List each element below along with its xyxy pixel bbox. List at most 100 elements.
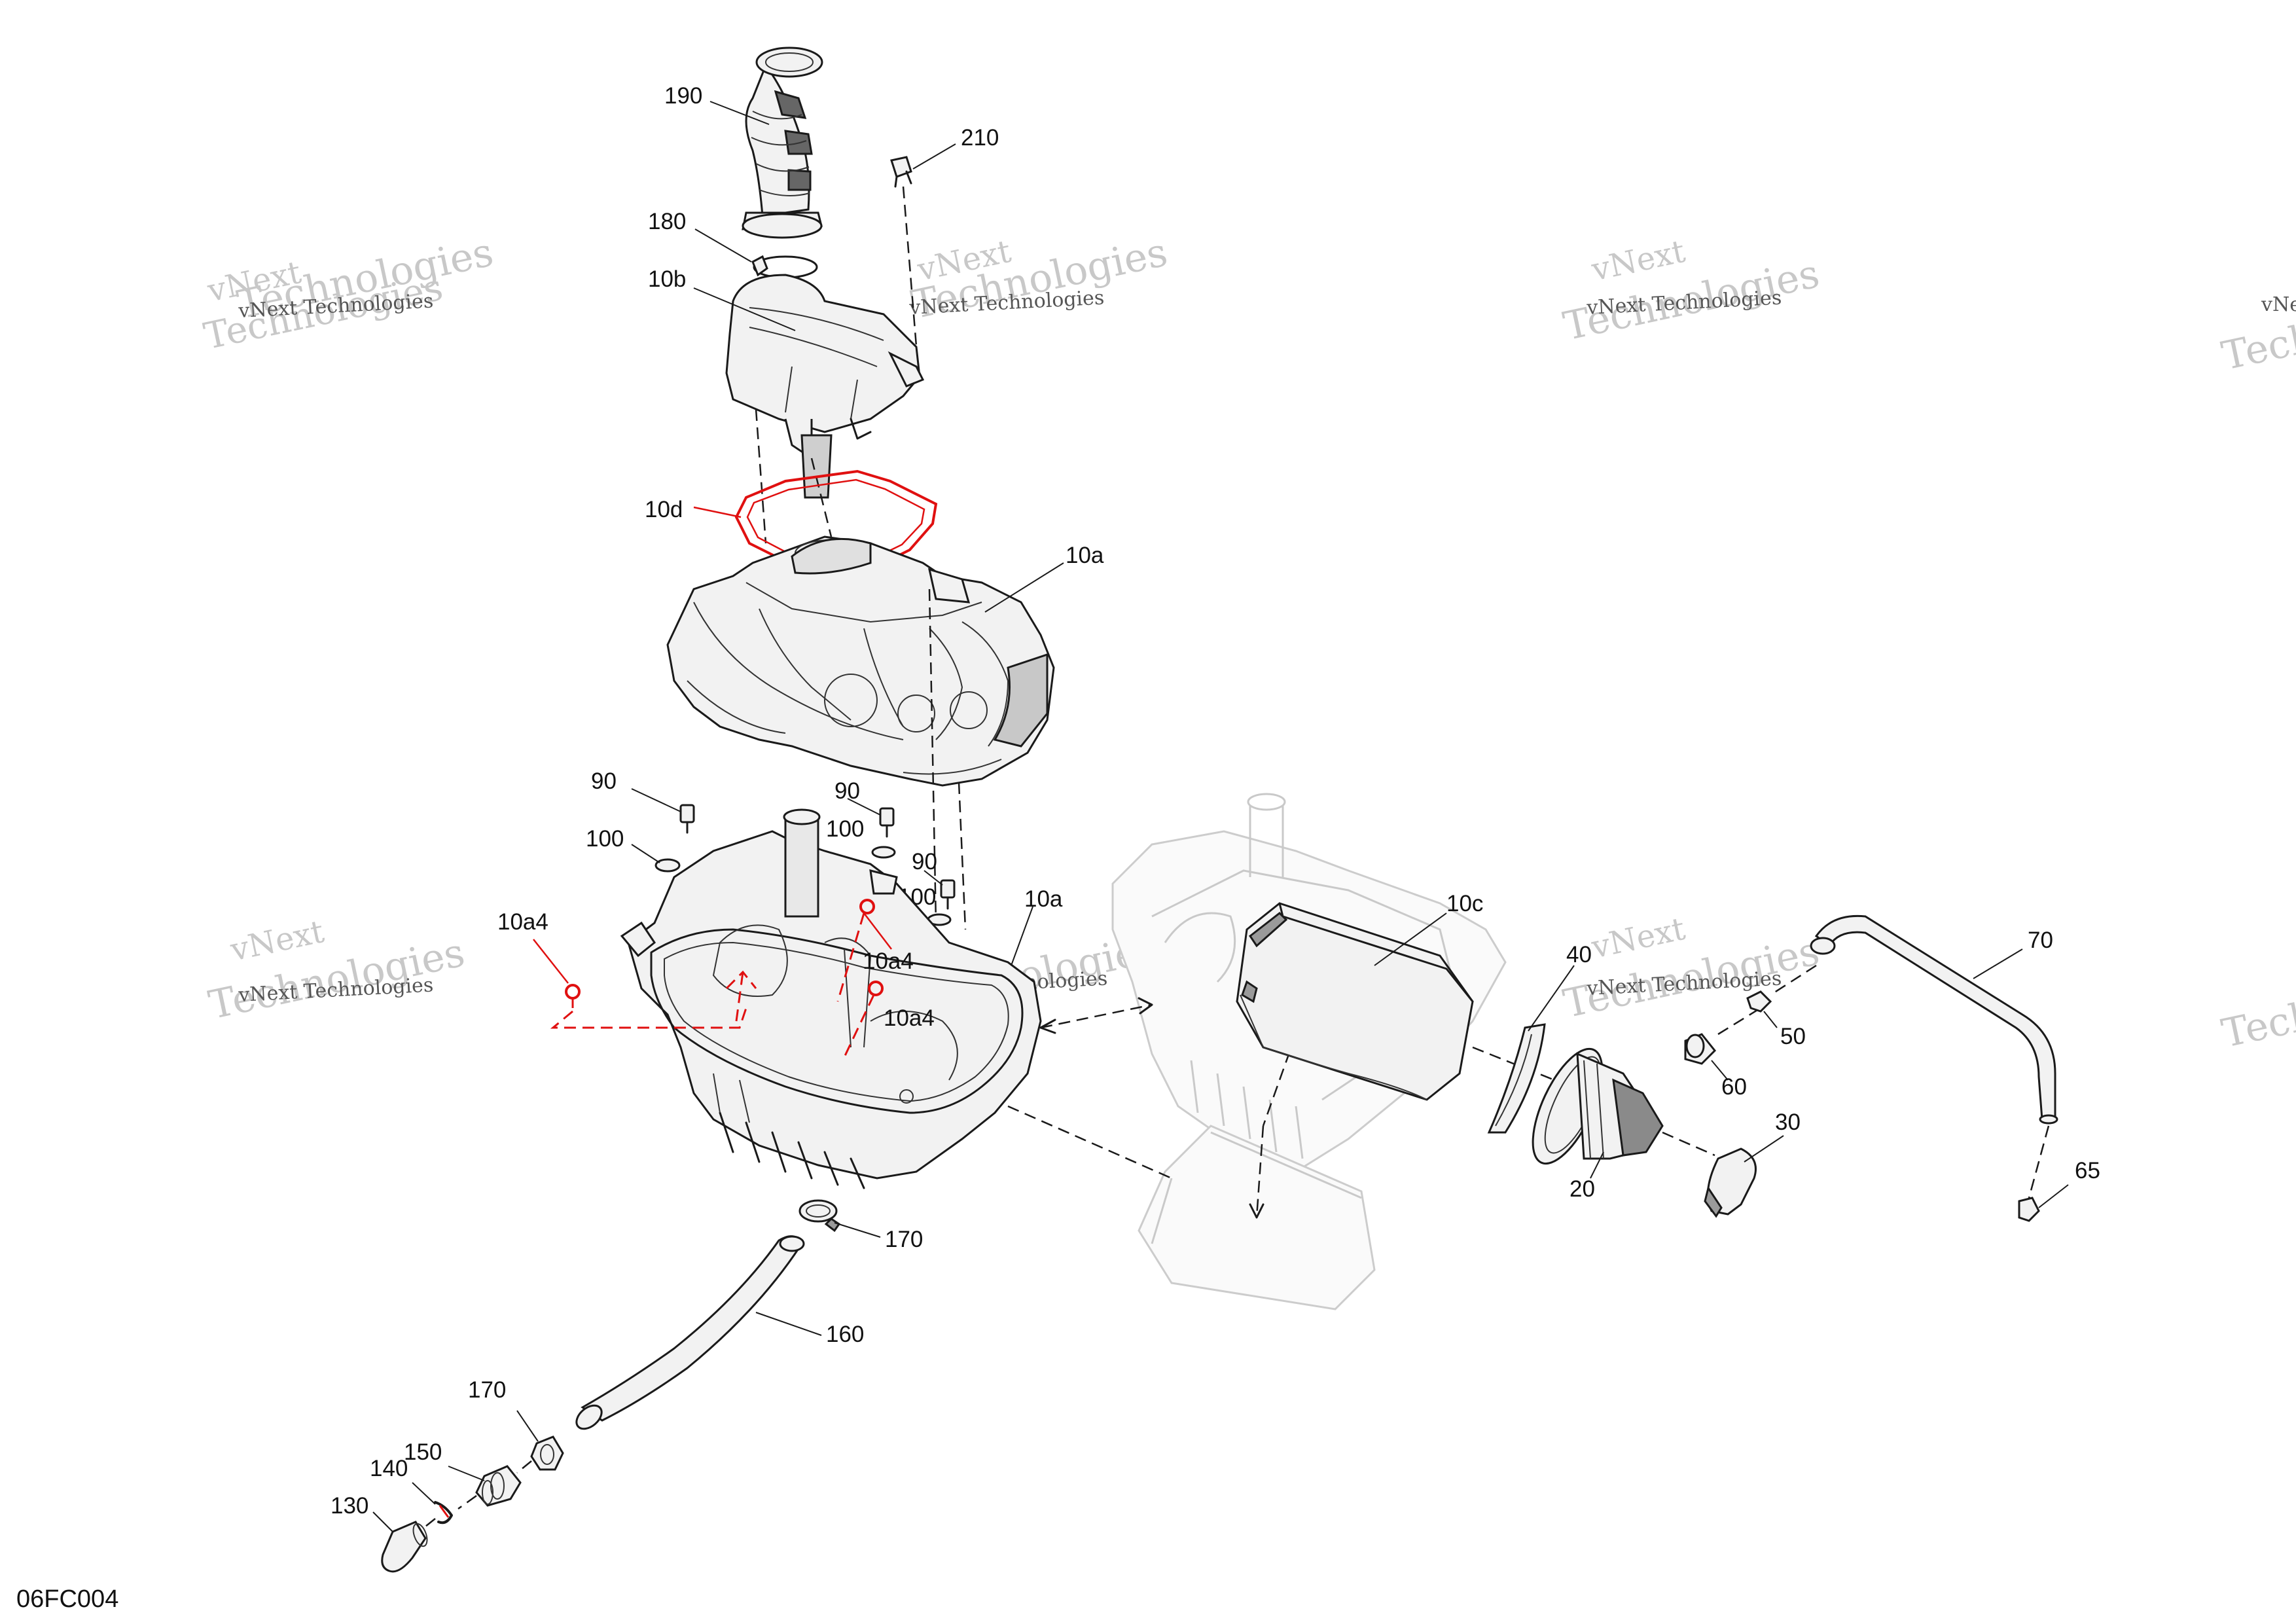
callout-label: 40 — [1566, 942, 1592, 967]
part-50-breather-hose[interactable] — [1810, 914, 2058, 1125]
callout-label: 10a4 — [497, 909, 548, 935]
leader-line — [631, 788, 681, 812]
part-10a-lower-housing[interactable] — [620, 808, 1042, 1189]
part-150-fitting[interactable] — [475, 1465, 522, 1507]
callout-label: 60 — [1721, 1074, 1747, 1100]
alignment-dash — [2028, 1125, 2050, 1199]
part-10a4-insert-a[interactable] — [565, 984, 581, 1008]
watermark-text: Tech — [2218, 315, 2296, 379]
part-30-clamp[interactable] — [1704, 1147, 1757, 1218]
part-170-clamp-a[interactable] — [798, 1199, 841, 1233]
part-10a-upper-housing[interactable] — [666, 535, 1055, 787]
leader-line — [1590, 1151, 1604, 1179]
leader-line — [1711, 1060, 1729, 1081]
part-10d-gasket[interactable] — [734, 469, 938, 571]
callout-label: 50 — [1780, 1024, 1806, 1049]
leader-line — [1744, 1135, 1784, 1163]
part-210-clip[interactable] — [890, 156, 912, 188]
part-70-fitting[interactable] — [1684, 1033, 1717, 1065]
arrow-head — [1039, 997, 1153, 1034]
part-90-screw-a[interactable] — [679, 804, 695, 834]
part-10c-filter-element[interactable] — [1236, 902, 1474, 1101]
diagram-code: 06FC004 — [16, 1585, 118, 1613]
leader-line — [834, 1222, 881, 1238]
callout-label: 10a — [1024, 886, 1063, 912]
leader-line — [412, 1482, 436, 1505]
leader-line — [372, 1511, 393, 1532]
part-90-screw-c[interactable] — [940, 879, 956, 910]
leader-line — [847, 798, 881, 816]
part-160-drain-hose[interactable] — [572, 1235, 805, 1434]
callout-label: 10a4 — [863, 948, 914, 974]
callout-label: 10a4 — [884, 1005, 935, 1031]
part-10b-upper-cover[interactable] — [725, 274, 925, 499]
leader-line — [924, 870, 943, 886]
part-130-plug[interactable] — [381, 1521, 430, 1573]
callout-label: 170 — [468, 1377, 506, 1403]
part-40-seal-ring[interactable] — [1487, 1023, 1546, 1134]
callout-label: 180 — [648, 209, 686, 234]
part-10a4-insert-b[interactable] — [859, 899, 875, 914]
explode-arrow — [1255, 1125, 1265, 1218]
leader-line — [448, 1466, 485, 1481]
alignment-dash — [1717, 1007, 1761, 1036]
callout-label: 70 — [2028, 928, 2053, 953]
leader-line — [1011, 906, 1033, 966]
leader-line — [1973, 948, 2023, 979]
alignment-dash — [836, 912, 865, 1002]
alignment-dash — [418, 1518, 436, 1532]
callout-label: 90 — [591, 768, 617, 794]
alignment-dash — [1662, 1131, 1715, 1157]
leader-line — [984, 562, 1064, 613]
callout-label: 140 — [370, 1456, 408, 1481]
callout-label: 100 — [586, 826, 624, 852]
alignment-dash — [550, 970, 757, 1029]
callout-label: 190 — [664, 83, 702, 109]
leader-line — [912, 143, 956, 170]
leader-line — [693, 287, 796, 331]
alignment-dash — [843, 994, 875, 1058]
part-20-adapter[interactable] — [1518, 1039, 1664, 1173]
callout-label: 150 — [404, 1439, 442, 1465]
part-90-screw-b[interactable] — [879, 807, 895, 838]
part-170-clamp-b[interactable] — [530, 1435, 564, 1471]
alignment-dash — [958, 782, 967, 930]
callout-label: 10c — [1446, 891, 1483, 916]
part-100-washer-a[interactable] — [655, 858, 681, 873]
alignment-dash — [516, 1460, 532, 1473]
part-10a4-insert-c[interactable] — [868, 981, 884, 996]
leader-line — [709, 101, 770, 125]
explode-arrow — [1262, 1034, 1297, 1127]
explode-arrow — [1040, 1003, 1153, 1029]
callout-label: 10a — [1066, 543, 1104, 568]
alignment-dash — [810, 458, 833, 537]
arrow-head — [1249, 1033, 1304, 1219]
part-190-intake-duct[interactable] — [742, 46, 823, 239]
alignment-dash — [1007, 1105, 1172, 1180]
part-65-cap[interactable] — [2018, 1197, 2040, 1222]
callout-label: 130 — [331, 1493, 368, 1519]
leader-line — [2038, 1184, 2069, 1208]
part-60-clamp[interactable] — [1746, 990, 1772, 1013]
part-140-clip[interactable] — [434, 1501, 453, 1525]
leader-line — [1374, 912, 1447, 966]
leader-line — [755, 1312, 822, 1336]
alignment-dash — [457, 1494, 477, 1510]
alignment-dash — [755, 408, 767, 544]
leader-line — [694, 228, 752, 262]
leader-line — [631, 844, 660, 863]
callout-label: 100 — [826, 816, 864, 842]
alignment-dash — [928, 588, 937, 924]
leader-line — [693, 506, 742, 518]
callout-label: 10d — [645, 497, 683, 522]
leader-line — [1528, 965, 1575, 1032]
callout-label: 90 — [912, 849, 937, 875]
watermark-text: Tech — [2218, 992, 2296, 1056]
leader-line — [863, 912, 892, 950]
part-100-washer-b[interactable] — [871, 846, 896, 859]
callout-label: 20 — [1570, 1176, 1595, 1202]
leader-line — [533, 939, 569, 984]
callout-label: 65 — [2075, 1158, 2100, 1183]
callout-label: 10b — [648, 266, 686, 292]
